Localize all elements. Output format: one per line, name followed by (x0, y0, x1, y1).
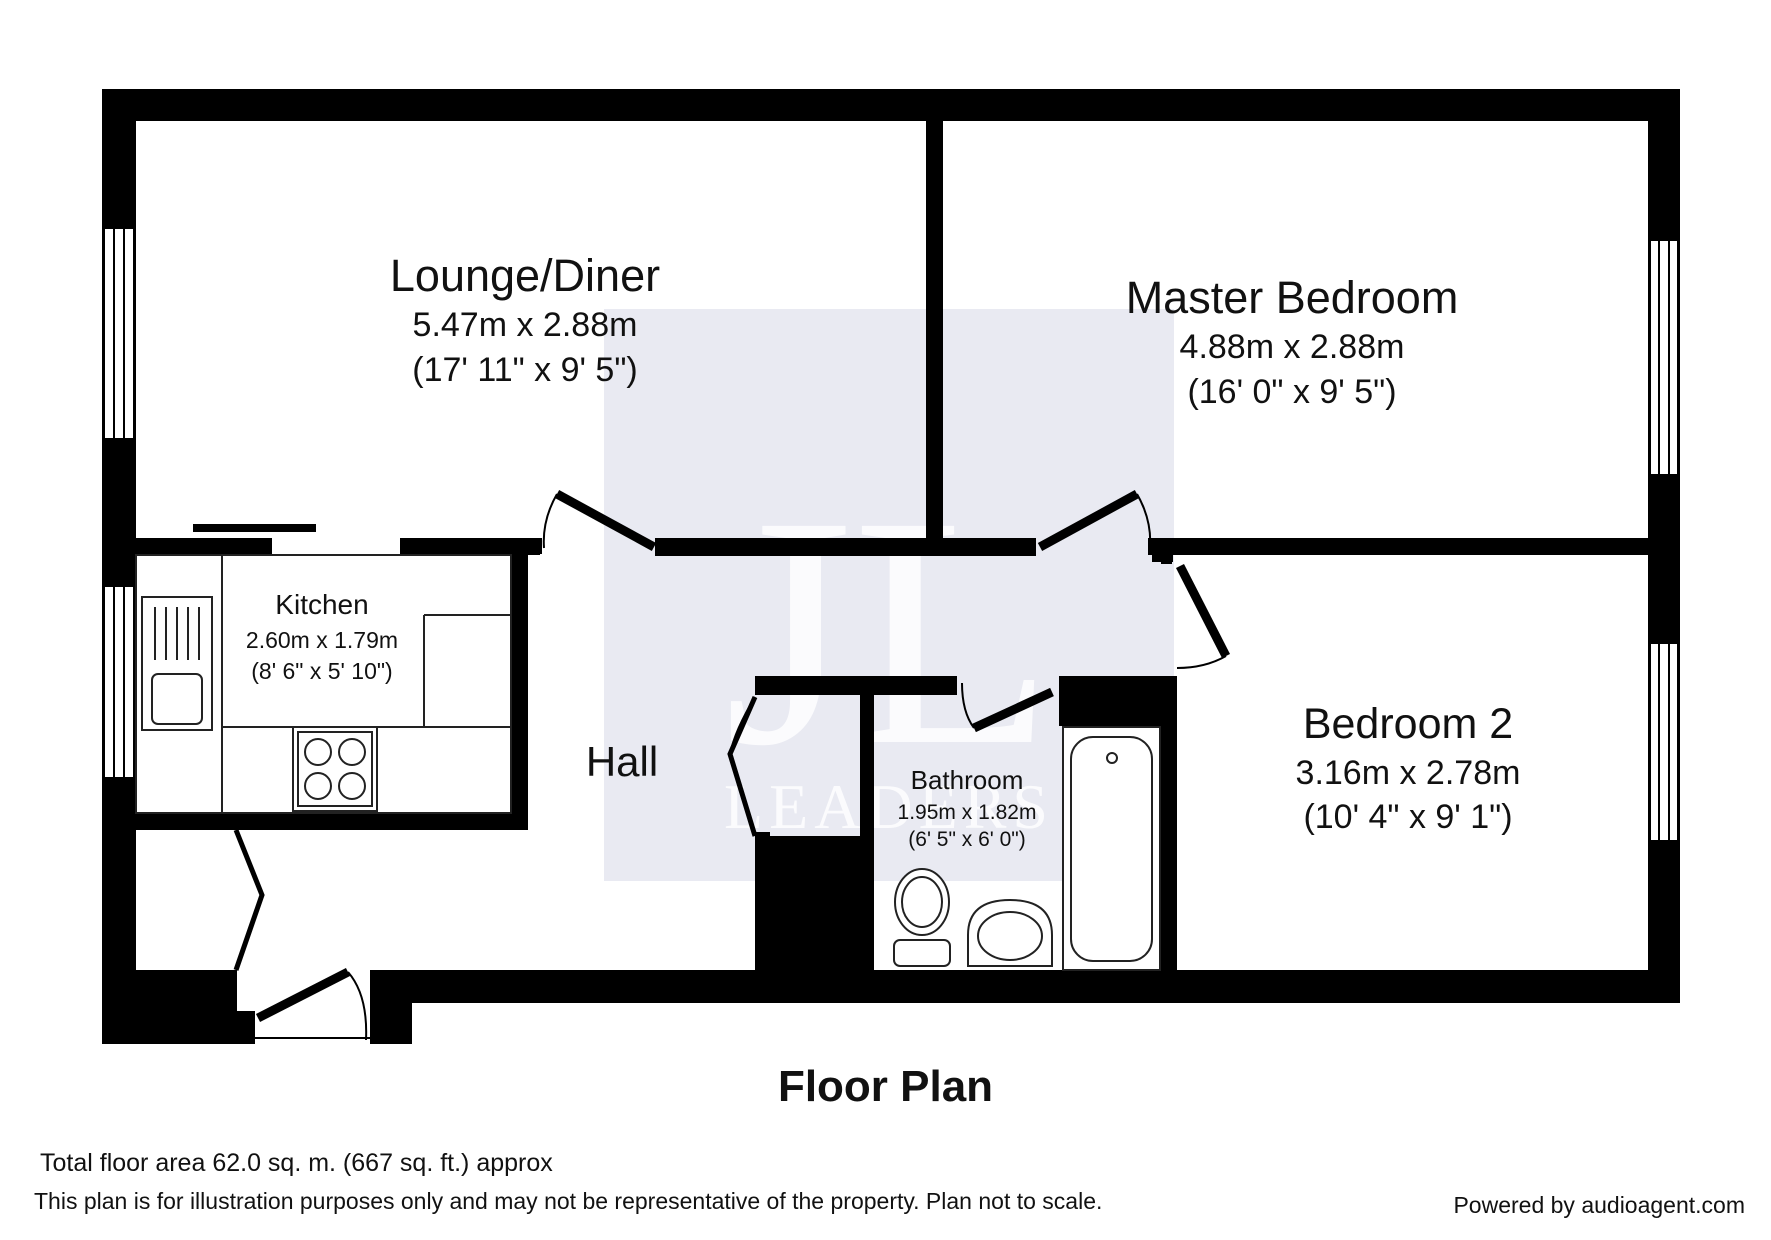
hall-north-wall (655, 538, 1036, 556)
door-bathroom (961, 682, 1054, 733)
plan-title: Floor Plan (777, 1062, 994, 1111)
lounge-bedroom-partition (926, 121, 943, 540)
room-name-lounge: Lounge/Diner (390, 250, 660, 301)
wall-stub-hall-2 (1161, 554, 1172, 564)
room-dim-metric-lounge: 5.47m x 2.88m (413, 306, 638, 344)
lounge-sliding-door-track (193, 524, 316, 532)
room-dim-imperial-lounge: (17' 11" x 9' 5") (412, 351, 637, 389)
door-cupboard-hall (727, 695, 758, 837)
room-name-master: Master Bedroom (1126, 272, 1459, 323)
sink-drainer (154, 607, 200, 660)
door-entrance (255, 967, 370, 1041)
room-name-hall: Hall (586, 738, 658, 785)
room-labels: Lounge/Diner 5.47m x 2.88m (17' 11" x 9'… (246, 250, 1521, 851)
room-name-bathroom: Bathroom (911, 765, 1024, 795)
kitchen-east-wall (511, 538, 528, 830)
room-dim-imperial-bathroom: (6' 5" x 6' 0") (908, 828, 1025, 851)
room-dim-metric-kitchen: 2.60m x 1.79m (246, 627, 398, 653)
room-dim-metric-bedroom-2: 3.16m x 2.78m (1296, 754, 1521, 792)
doors (233, 490, 1231, 1041)
bedrooms-partition (1148, 538, 1648, 555)
cupboard-solid (755, 836, 874, 970)
washbasin-icon (967, 898, 1053, 967)
door-store-entrance (233, 829, 265, 971)
door-master-bedroom (1037, 490, 1152, 551)
watermark-brand-text: LEADERS (724, 771, 1054, 842)
outer-wall-top (102, 89, 1680, 121)
window-master-bedroom (1649, 239, 1679, 476)
window-kitchen (103, 585, 135, 779)
room-name-kitchen: Kitchen (275, 589, 368, 620)
windows (103, 227, 1679, 842)
room-dim-imperial-master: (16' 0" x 9' 5") (1187, 373, 1396, 411)
room-dim-metric-master: 4.88m x 2.88m (1180, 328, 1405, 366)
room-dim-imperial-kitchen: (8' 6" x 5' 10") (251, 658, 392, 684)
outer-wall-bottom-left (102, 970, 237, 1044)
cupboard-partition (860, 676, 874, 866)
door-bedroom-2 (1175, 563, 1231, 669)
wall-stub-lounge (528, 538, 542, 554)
disclaimer-text: This plan is for illustration purposes o… (34, 1188, 1103, 1214)
total-floor-area: Total floor area 62.0 sq. m. (667 sq. ft… (40, 1149, 553, 1177)
kitchen-north-wall-left (136, 538, 272, 555)
kitchen-fixtures (135, 554, 512, 814)
cupboard-wall (755, 676, 770, 695)
bathroom-fixtures (893, 726, 1161, 971)
kitchen-north-wall-right (400, 538, 540, 555)
toilet-icon (893, 868, 951, 967)
kitchen-south-wall (136, 813, 528, 830)
entrance-wall-right (370, 970, 412, 1044)
window-bedroom-2 (1649, 642, 1679, 842)
bathroom-north-wall-right (1059, 676, 1170, 726)
window-lounge (103, 227, 135, 440)
room-name-bedroom-2: Bedroom 2 (1303, 700, 1513, 748)
outer-wall-right (1648, 89, 1680, 1003)
sink-bowl-icon (151, 673, 203, 725)
kitchen-sink-unit (141, 596, 213, 731)
watermark-initials: JL (724, 449, 1054, 814)
room-dim-imperial-bedroom-2: (10' 4" x 9' 1") (1303, 798, 1512, 836)
bathroom-east-wall (1160, 676, 1177, 970)
kitchen-worktop-lower (135, 554, 223, 814)
entrance-wall-left (237, 1011, 255, 1044)
bathroom-north-wall-left (755, 676, 957, 695)
outer-wall-bottom-right (380, 970, 1680, 1003)
door-lounge (542, 490, 657, 551)
powered-by-credit: Powered by audioagent.com (1453, 1192, 1745, 1218)
room-dim-metric-bathroom: 1.95m x 1.82m (898, 801, 1037, 824)
walls (102, 89, 1680, 1044)
kitchen-worktop-bottom (221, 726, 512, 814)
agency-watermark: JL LEADERS (604, 309, 1174, 881)
